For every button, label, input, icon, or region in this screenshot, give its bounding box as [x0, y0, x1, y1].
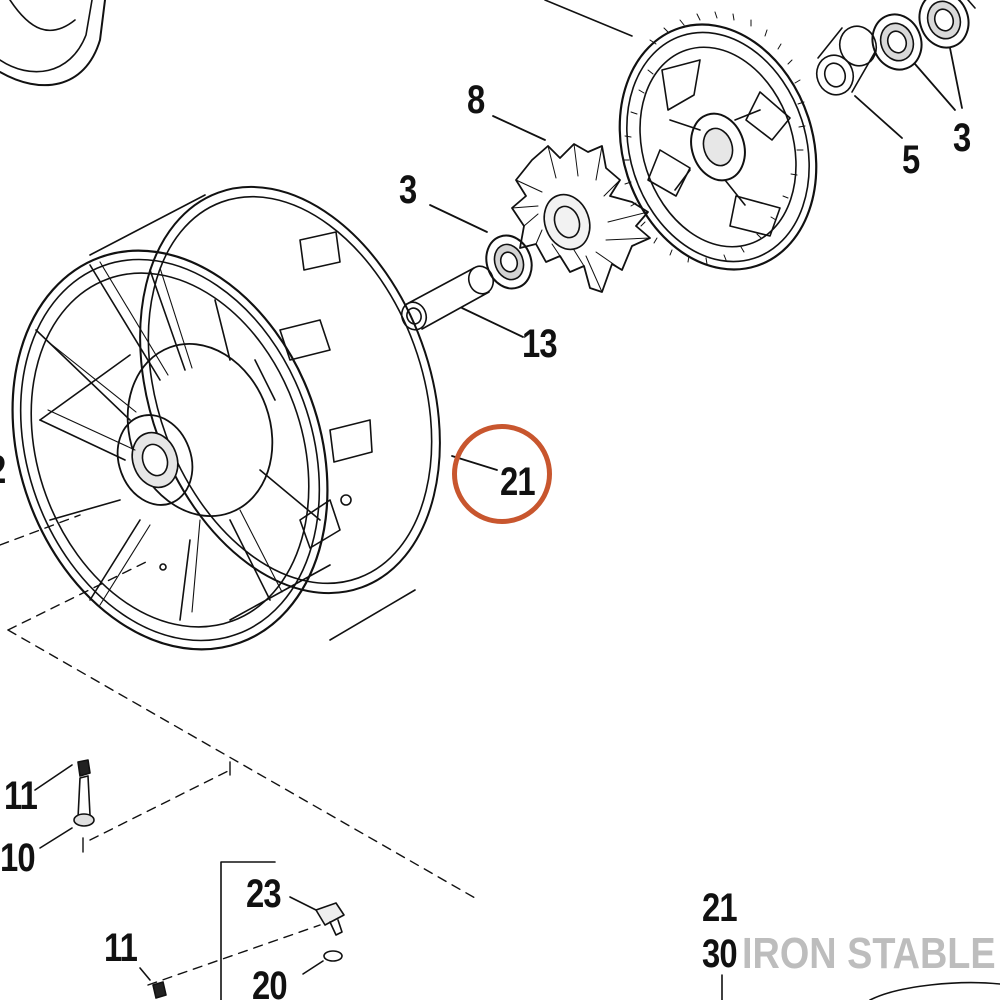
leaders-top-right: [429, 47, 963, 471]
rear-sprocket: [618, 11, 818, 271]
top-leader-line: [544, 0, 633, 37]
sleeve-13: [400, 265, 495, 331]
bearing-pair-top: [871, 0, 976, 71]
dashed-assembly-lines: [0, 514, 476, 986]
spacer-5: [815, 25, 878, 96]
valve-stem-10: [34, 759, 95, 849]
callout-5: 5: [902, 138, 920, 182]
bottom-right-fragment: [721, 974, 1000, 1000]
bearing-3: [485, 234, 533, 290]
watermark-text: IRON STABLE: [742, 929, 996, 978]
tire-fragment: [0, 0, 106, 87]
highlight-circle: [452, 424, 552, 524]
callout-30: 30: [702, 932, 738, 976]
callout-11-lower: 11: [104, 926, 138, 970]
callout-10: 10: [0, 836, 36, 880]
callout-3-top-right: 3: [953, 116, 971, 160]
cush-rubber-8: [511, 143, 651, 293]
callout-8: 8: [467, 78, 485, 122]
rear-wheel-21: [11, 185, 441, 651]
callout-13: 13: [522, 322, 558, 366]
callout-3-left: 3: [399, 168, 417, 212]
callout-20: 20: [252, 964, 288, 1008]
callout-21-lower: 21: [702, 886, 738, 930]
callout-21-highlighted: 21: [500, 460, 536, 504]
callout-11-upper: 11: [4, 774, 38, 818]
callout-cut-left: 2: [0, 450, 6, 490]
callout-23: 23: [246, 872, 282, 916]
valve-assembly-lower: [139, 861, 345, 1000]
